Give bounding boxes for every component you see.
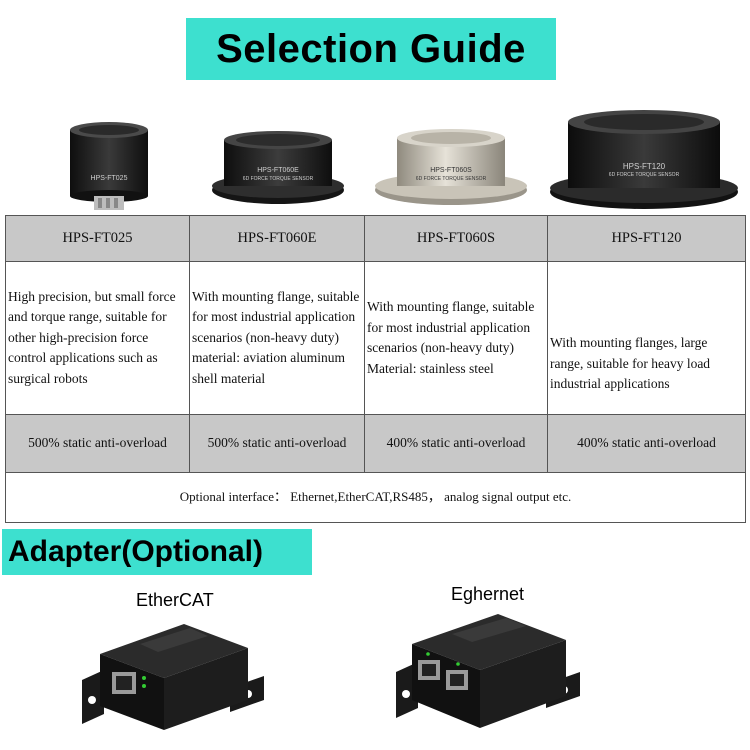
adapter-title: Adapter(Optional) <box>2 529 312 575</box>
optional-interface-text: Optional interface： Ethernet,EtherCAT,RS… <box>5 472 746 523</box>
sensor-label-ft025: HPS-FT025 <box>90 175 128 182</box>
sensor-image-ft025: HPS-FT025 <box>66 118 152 212</box>
adapter-label-ethernet: Eghernet <box>451 584 525 604</box>
ethercat-adapter-image <box>80 614 266 736</box>
description-row: High precision, but small force and torq… <box>5 261 746 415</box>
overload-ft120: 400% static anti-overload <box>547 414 746 473</box>
overload-ft025: 500% static anti-overload <box>5 414 190 473</box>
description-ft060e: With mounting flange, suitable for most … <box>189 261 365 415</box>
model-header-ft025: HPS-FT025 <box>5 215 190 262</box>
overload-ft060s: 400% static anti-overload <box>364 414 548 473</box>
description-ft025: High precision, but small force and torq… <box>5 261 190 415</box>
model-header-ft060e: HPS-FT060E <box>189 215 365 262</box>
description-ft060s: With mounting flange, suitable for most … <box>364 261 548 415</box>
ethernet-adapter-image <box>394 608 582 734</box>
selection-guide-title: Selection Guide <box>186 18 556 80</box>
model-header-ft120: HPS-FT120 <box>547 215 746 262</box>
selection-table: HPS-FT025 HPS-FT060E HPS-FT060S HPS-FT12… <box>5 215 746 523</box>
description-ft120: With mounting flanges, large range, suit… <box>547 261 746 415</box>
model-header-ft060s: HPS-FT060S <box>364 215 548 262</box>
adapter-label-ethercat: EtherCAT <box>136 590 214 610</box>
table-header-row: HPS-FT025 HPS-FT060E HPS-FT060S HPS-FT12… <box>5 215 746 262</box>
overload-row: 500% static anti-overload 500% static an… <box>5 414 746 473</box>
overload-ft060e: 500% static anti-overload <box>189 414 365 473</box>
interface-row: Optional interface： Ethernet,EtherCAT,RS… <box>5 472 746 523</box>
